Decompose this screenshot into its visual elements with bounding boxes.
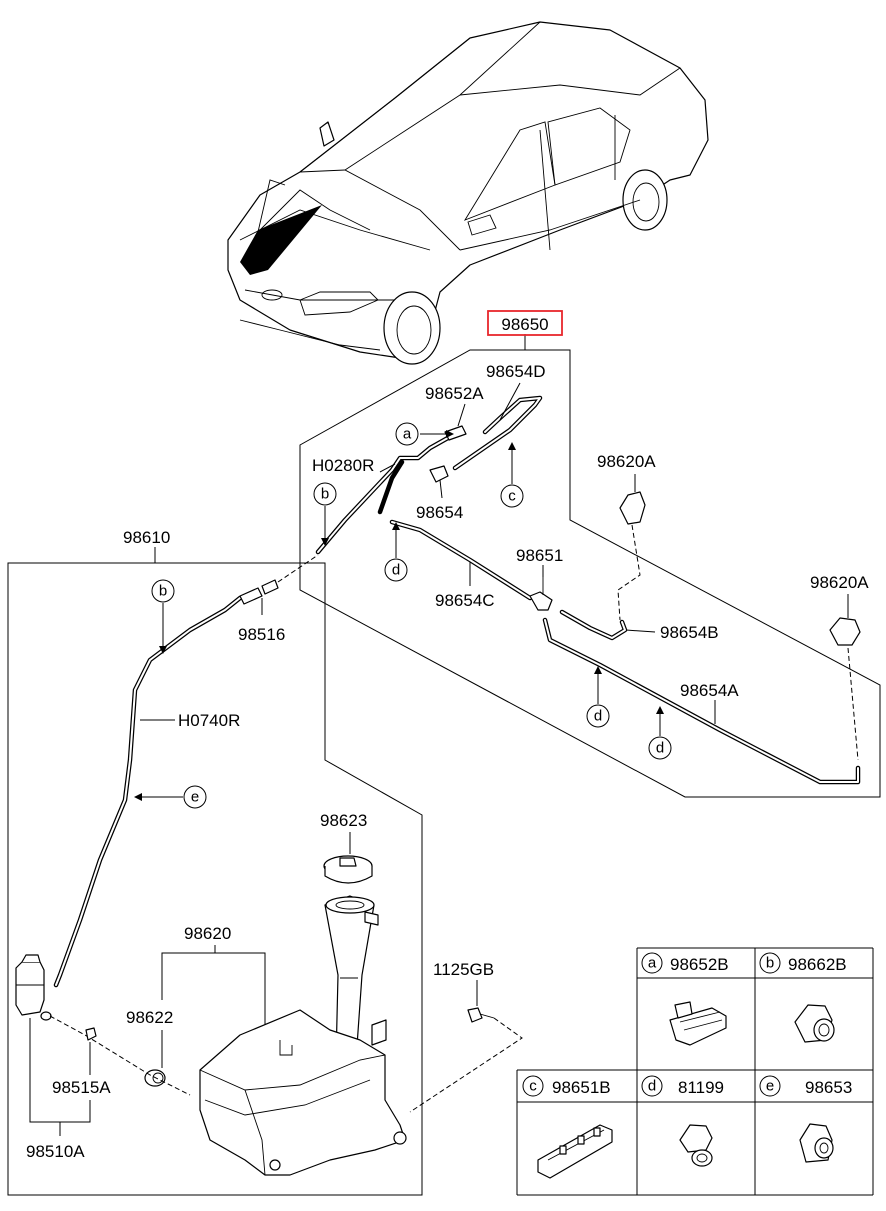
washer-reservoir-tank [199,1009,407,1176]
upper-hose-set [315,395,861,785]
legend-cell-b: b 98662B [759,952,847,1043]
svg-text:d: d [594,708,602,725]
callout-b-top: b [313,482,337,506]
clip-e-icon [799,1123,834,1163]
svg-text:b: b [766,955,774,972]
svg-text:c: c [529,1078,537,1095]
hose-H0740R [53,579,279,988]
callout-d-mid1: d [586,704,610,728]
svg-text:98653: 98653 [805,1078,852,1097]
washer-nozzle-1 [617,491,646,621]
lower-group-outline [7,547,423,1196]
svg-text:e: e [191,789,199,806]
legend-cell-a: a 98652B [641,952,729,1046]
svg-text:c: c [508,488,516,505]
label-98620: 98620 [184,924,231,943]
svg-text:d: d [656,740,664,757]
washer-pump [15,954,52,1021]
callout-c-top: c [500,484,524,508]
car-illustration [227,21,709,365]
main-assembly-highlight [487,310,563,336]
svg-text:e: e [766,1078,774,1095]
label-98623: 98623 [320,811,367,830]
label-98654A: 98654A [680,681,739,700]
legend-cell-d: d 81199 [641,1075,724,1167]
washer-nozzle-2 [829,617,861,761]
label-H0740R: H0740R [178,711,240,730]
clip-b-icon [794,1004,835,1043]
mounting-bolt [467,1007,495,1023]
callout-arrows-upper [321,430,664,736]
main-assembly-label: 98650 [501,315,548,334]
svg-text:b: b [321,486,329,503]
callout-b-left: b [151,579,175,603]
label-98654D: 98654D [486,362,546,381]
filler-neck [324,895,379,1061]
svg-text:a: a [403,426,412,443]
label-98516: 98516 [238,625,285,644]
clip-legend-table: a 98652B b 98662B c 98651B [516,947,874,1196]
callout-e-left: e [183,785,207,809]
washer-hose-group-outline [299,334,881,798]
clip-d-icon [679,1124,713,1167]
label-1125GB: 1125GB [433,960,494,979]
clip-c-icon [537,1124,613,1179]
svg-text:b: b [159,583,167,600]
svg-text:a: a [648,955,657,972]
label-H0280R: H0280R [312,456,374,475]
label-98651: 98651 [516,546,563,565]
clip-a-icon [669,1001,727,1046]
label-98654C: 98654C [435,591,495,610]
callout-a-top: a [395,422,419,446]
legend-cell-c: c 98651B [522,1075,613,1179]
label-98610: 98610 [123,528,170,547]
label-98620A-upper: 98620A [597,452,656,471]
callout-d-top: d [384,558,408,582]
callout-d-mid2: d [648,736,672,760]
svg-text:98652B: 98652B [670,955,729,974]
reservoir-cap [323,855,373,884]
svg-text:81199: 81199 [678,1078,724,1097]
svg-text:98662B: 98662B [788,955,847,974]
label-98654B: 98654B [660,623,719,642]
svg-text:d: d [392,562,400,579]
svg-text:98651B: 98651B [552,1078,611,1097]
label-98515A: 98515A [52,1078,111,1097]
svg-text:d: d [648,1078,656,1095]
label-98620A-right: 98620A [810,573,869,592]
label-98622: 98622 [126,1008,173,1027]
label-98652A: 98652A [425,384,484,403]
label-98654: 98654 [416,503,463,522]
label-98510A: 98510A [26,1142,85,1161]
legend-cell-e: e 98653 [759,1075,852,1163]
